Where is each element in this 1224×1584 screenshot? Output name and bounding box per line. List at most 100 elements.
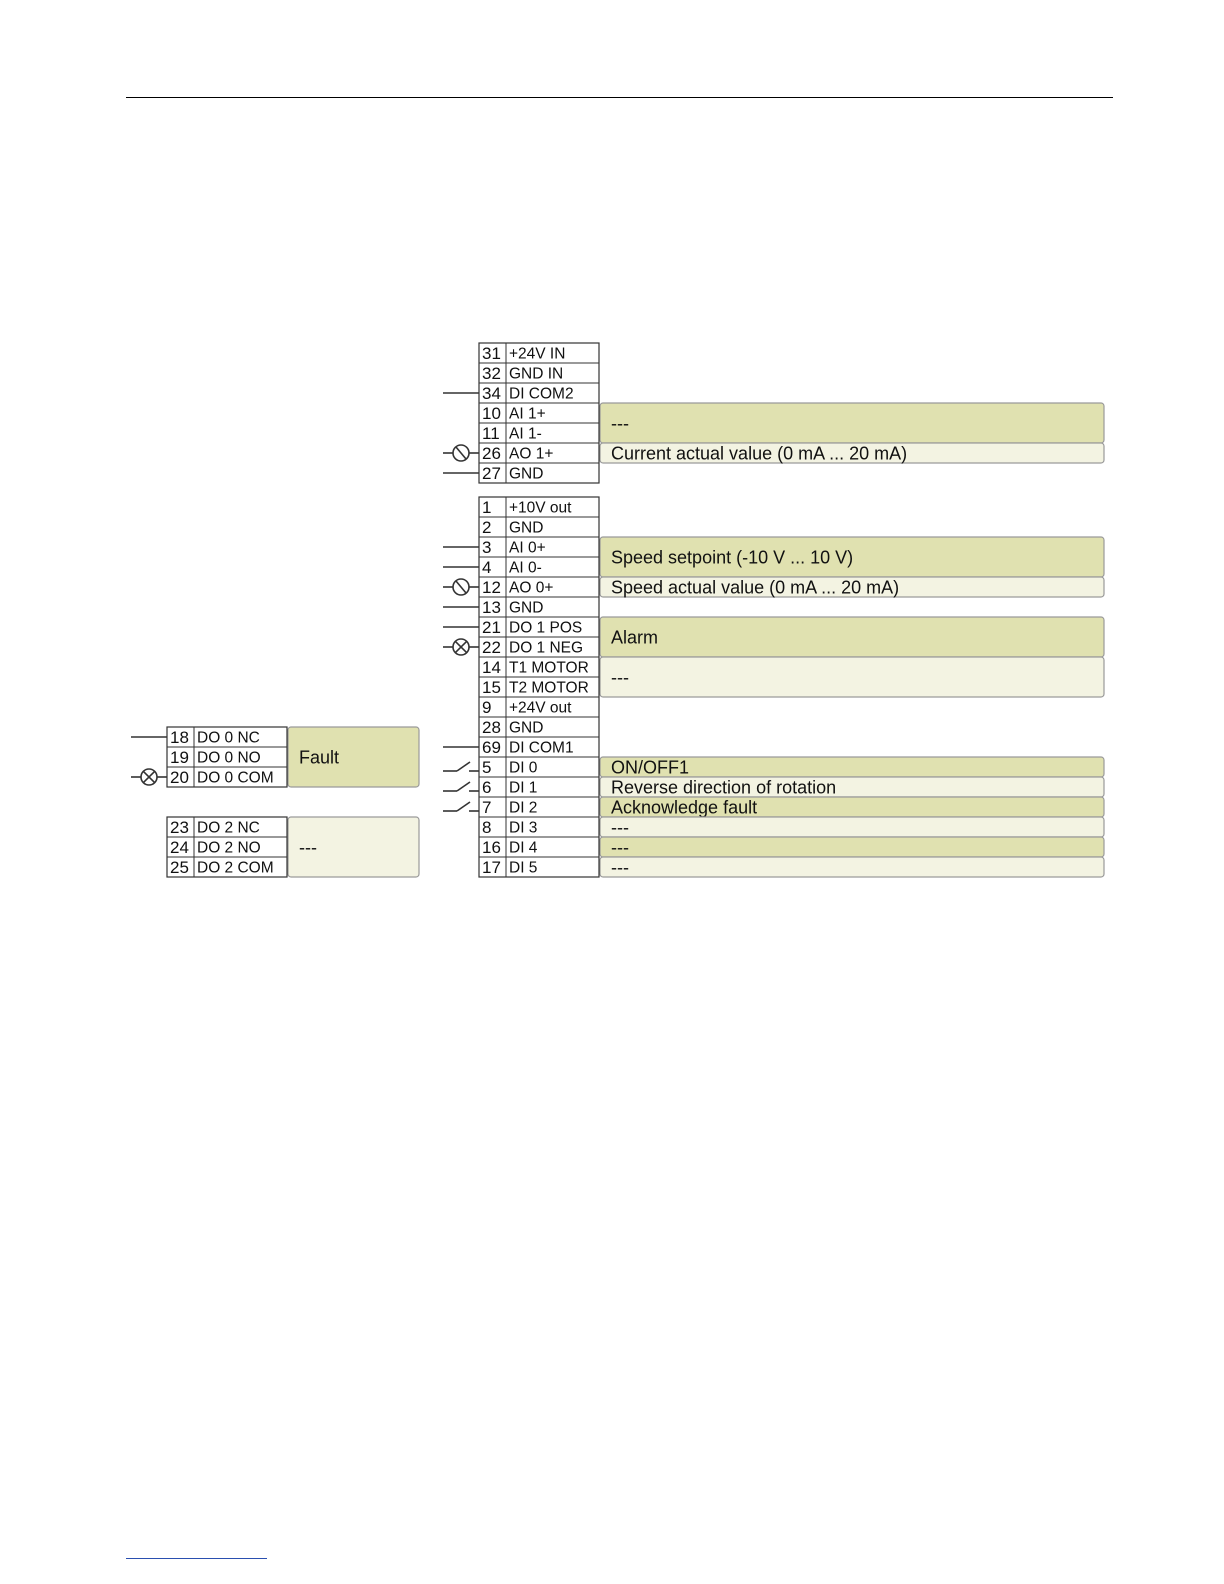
terminal-number: 16 [482, 838, 501, 857]
terminal-number: 7 [482, 798, 491, 817]
terminal-number: 10 [482, 404, 501, 423]
function-box [599, 616, 1105, 658]
terminal-block-main-lower: Speed setpoint (-10 V ... 10 V) Speed act… [478, 496, 1105, 878]
terminal-number: 9 [482, 698, 491, 717]
wire-switch [443, 761, 479, 772]
terminal-number: 69 [482, 738, 501, 757]
terminal-name: DI 3 [509, 820, 537, 837]
function-label: Acknowledge fault [611, 798, 757, 818]
terminal-name: DO 2 NC [197, 820, 260, 837]
switch-contact [456, 761, 471, 772]
terminal-number: 8 [482, 818, 491, 837]
function-box [599, 402, 1105, 444]
function-box [599, 576, 1105, 598]
function-label: Fault [299, 748, 339, 768]
terminal-name: DI 2 [509, 800, 537, 817]
function-box [599, 836, 1105, 858]
terminal-number: 19 [170, 748, 189, 767]
wire-meter [443, 578, 479, 596]
switch-contact [456, 781, 471, 792]
lamp-icon [452, 638, 470, 656]
terminal-number: 25 [170, 858, 189, 877]
function-label: ON/OFF1 [611, 758, 689, 778]
function-box [599, 856, 1105, 878]
lamp-cross [142, 770, 156, 784]
terminal-name: AO 0+ [509, 580, 553, 597]
terminal-name: AI 0+ [509, 540, 546, 557]
function-label: Speed actual value (0 mA ... 20 mA) [611, 578, 899, 598]
terminal-name: GND IN [509, 366, 563, 383]
terminal-number: 4 [482, 558, 491, 577]
terminal-name: GND [509, 600, 543, 617]
terminal-number: 3 [482, 538, 491, 557]
terminal-name: DI COM1 [509, 740, 574, 757]
terminal-name: DI 1 [509, 780, 537, 797]
terminal-number: 5 [482, 758, 491, 777]
terminal-name: GND [509, 520, 543, 537]
terminal-name: T2 MOTOR [509, 680, 589, 697]
terminal-name: AI 0- [509, 560, 542, 577]
terminal-name: DO 2 NO [197, 840, 261, 857]
terminal-name: DO 0 NC [197, 730, 260, 747]
terminal-number: 11 [482, 424, 500, 443]
function-label: --- [299, 838, 317, 858]
function-label: --- [611, 414, 629, 434]
terminal-name: DO 2 COM [197, 860, 274, 877]
function-label: --- [611, 668, 629, 688]
terminal-number: 28 [482, 718, 501, 737]
terminal-number: 17 [482, 858, 501, 877]
terminal-name: DI COM2 [509, 386, 574, 403]
function-label: --- [611, 818, 629, 838]
terminal-number: 21 [482, 618, 501, 637]
wire-lamp [131, 768, 167, 786]
function-label: --- [611, 838, 629, 858]
function-box [599, 656, 1105, 698]
terminal-name: GND [509, 466, 543, 483]
terminal-name: DO 0 COM [197, 770, 274, 787]
terminal-number: 34 [482, 384, 501, 403]
wire-meter [443, 444, 479, 462]
terminal-number: 20 [170, 768, 189, 787]
terminal-name: DO 0 NO [197, 750, 261, 767]
switch-contact [456, 801, 471, 812]
terminal-name: GND [509, 720, 543, 737]
terminal-name: +24V out [509, 700, 572, 717]
terminal-name: AI 1+ [509, 406, 546, 423]
function-label: --- [611, 858, 629, 878]
terminal-number: 13 [482, 598, 501, 617]
terminal-number: 6 [482, 778, 491, 797]
terminal-number: 15 [482, 678, 501, 697]
terminal-number: 27 [482, 464, 501, 483]
terminal-number: 32 [482, 364, 501, 383]
terminal-table [166, 816, 288, 878]
lamp-cross [454, 640, 468, 654]
meter-needle [455, 580, 467, 594]
wire-switch [443, 801, 479, 812]
function-label: Reverse direction of rotation [611, 778, 836, 798]
terminal-name: DI 5 [509, 860, 537, 877]
terminal-number: 2 [482, 518, 491, 537]
terminal-table [478, 496, 600, 878]
terminal-number: 12 [482, 578, 501, 597]
terminal-table [478, 342, 600, 484]
lamp-icon [140, 768, 158, 786]
function-box [599, 442, 1105, 464]
terminal-name: DO 1 NEG [509, 640, 583, 657]
meter-needle [455, 446, 467, 460]
terminal-name: AO 1+ [509, 446, 553, 463]
terminal-number: 24 [170, 838, 189, 857]
function-label: Speed setpoint (-10 V ... 10 V) [611, 548, 853, 568]
terminal-table [166, 726, 288, 788]
function-box [287, 726, 420, 788]
footer-rule [126, 1558, 267, 1559]
terminal-name: DI 0 [509, 760, 538, 777]
terminal-name: +24V IN [509, 346, 565, 363]
meter-icon [452, 444, 470, 462]
function-box [287, 816, 420, 878]
terminal-number: 22 [482, 638, 501, 657]
wire-switch [443, 781, 479, 792]
terminal-name: T1 MOTOR [509, 660, 589, 677]
